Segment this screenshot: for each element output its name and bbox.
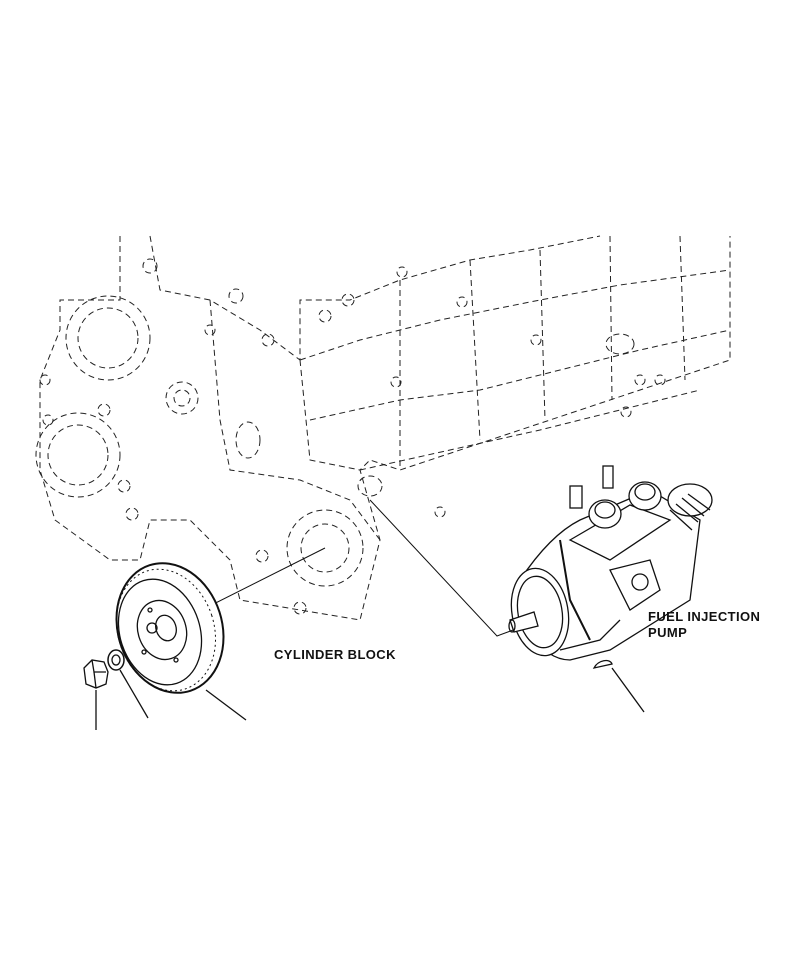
fuel-injection-pump-label-line2: PUMP (648, 625, 688, 640)
fuel-injection-pump (508, 465, 713, 661)
drive-gear (115, 562, 225, 694)
leader-lines (95, 667, 645, 730)
nut (83, 659, 109, 689)
woodruff-key (592, 659, 613, 669)
washer (107, 649, 125, 671)
fuel-injection-pump-label-line1: FUEL INJECTION (648, 609, 761, 624)
cylinder-block-outline (35, 235, 731, 621)
cylinder-block-label: CYLINDER BLOCK (274, 647, 396, 662)
